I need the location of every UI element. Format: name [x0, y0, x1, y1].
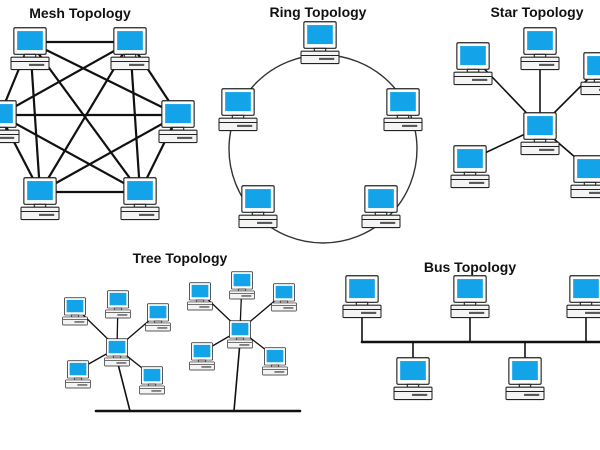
computer-nodes [0, 21, 600, 401]
computer-icon [383, 88, 423, 132]
mesh-topology-title: Mesh Topology [29, 5, 131, 21]
star-topology-title: Star Topology [490, 4, 583, 20]
computer-icon [453, 42, 493, 86]
computer-icon [566, 275, 600, 319]
computer-icon [271, 283, 297, 312]
computer-icon [20, 177, 60, 221]
computer-icon [139, 366, 165, 395]
mesh-link [28, 40, 180, 117]
mesh-link [0, 113, 142, 194]
computer-icon [104, 338, 130, 367]
computer-icon [110, 27, 150, 71]
computer-icon [580, 52, 600, 96]
computer-icon [65, 360, 91, 389]
computer-icon [187, 282, 213, 311]
computer-icon [105, 290, 131, 319]
computer-icon [570, 155, 600, 199]
computer-icon [361, 185, 401, 229]
tree-topology-title: Tree Topology [133, 250, 228, 266]
computer-icon [450, 145, 490, 189]
computer-icon [342, 275, 382, 319]
mesh-link [0, 40, 132, 117]
computer-icon [145, 303, 171, 332]
computer-icon [505, 357, 545, 401]
computer-icon [227, 320, 253, 349]
tree-trunk [233, 341, 241, 412]
computer-icon [520, 112, 560, 156]
ring-topology-title: Ring Topology [270, 4, 367, 20]
computer-icon [520, 27, 560, 71]
computer-icon [238, 185, 278, 229]
computer-icon [158, 100, 198, 144]
computer-icon [0, 100, 20, 144]
computer-icon [189, 342, 215, 371]
computer-icon [262, 347, 288, 376]
mesh-link [38, 113, 180, 194]
bus-topology-title: Bus Topology [424, 259, 516, 275]
computer-icon [62, 297, 88, 326]
computer-icon [218, 88, 258, 132]
tree-trunk [116, 359, 131, 412]
computer-icon [393, 357, 433, 401]
computer-icon [120, 177, 160, 221]
computer-icon [10, 27, 50, 71]
computer-icon [229, 271, 255, 300]
connection-lines [0, 40, 600, 413]
computer-icon [450, 275, 490, 319]
computer-icon [300, 21, 340, 65]
